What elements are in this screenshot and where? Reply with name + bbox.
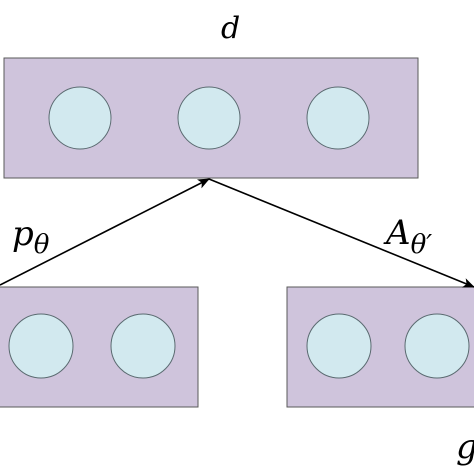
layer-bottom-left [0, 286, 199, 408]
label-d: d [221, 11, 240, 46]
node-bottom-right-1 [306, 313, 372, 379]
node-bottom-right-2 [404, 313, 470, 379]
node-top-3 [306, 86, 370, 150]
layer-bottom-right [286, 286, 474, 408]
label-g: g [456, 427, 474, 467]
node-bottom-left-1 [8, 313, 74, 379]
layer-top [3, 57, 419, 179]
node-bottom-left-2 [110, 313, 176, 379]
label-theta: θ [34, 230, 50, 260]
label-p: p [12, 214, 34, 254]
label-p-theta: pθ [12, 214, 50, 260]
label-a: A [383, 213, 411, 253]
arrow-p-theta [0, 178, 210, 286]
node-top-2 [177, 86, 241, 150]
node-top-1 [48, 86, 112, 150]
arrow-a-theta-prime [208, 178, 474, 288]
label-theta-prime: θ′ [411, 230, 433, 260]
label-a-theta-prime: Aθ′ [383, 213, 432, 260]
